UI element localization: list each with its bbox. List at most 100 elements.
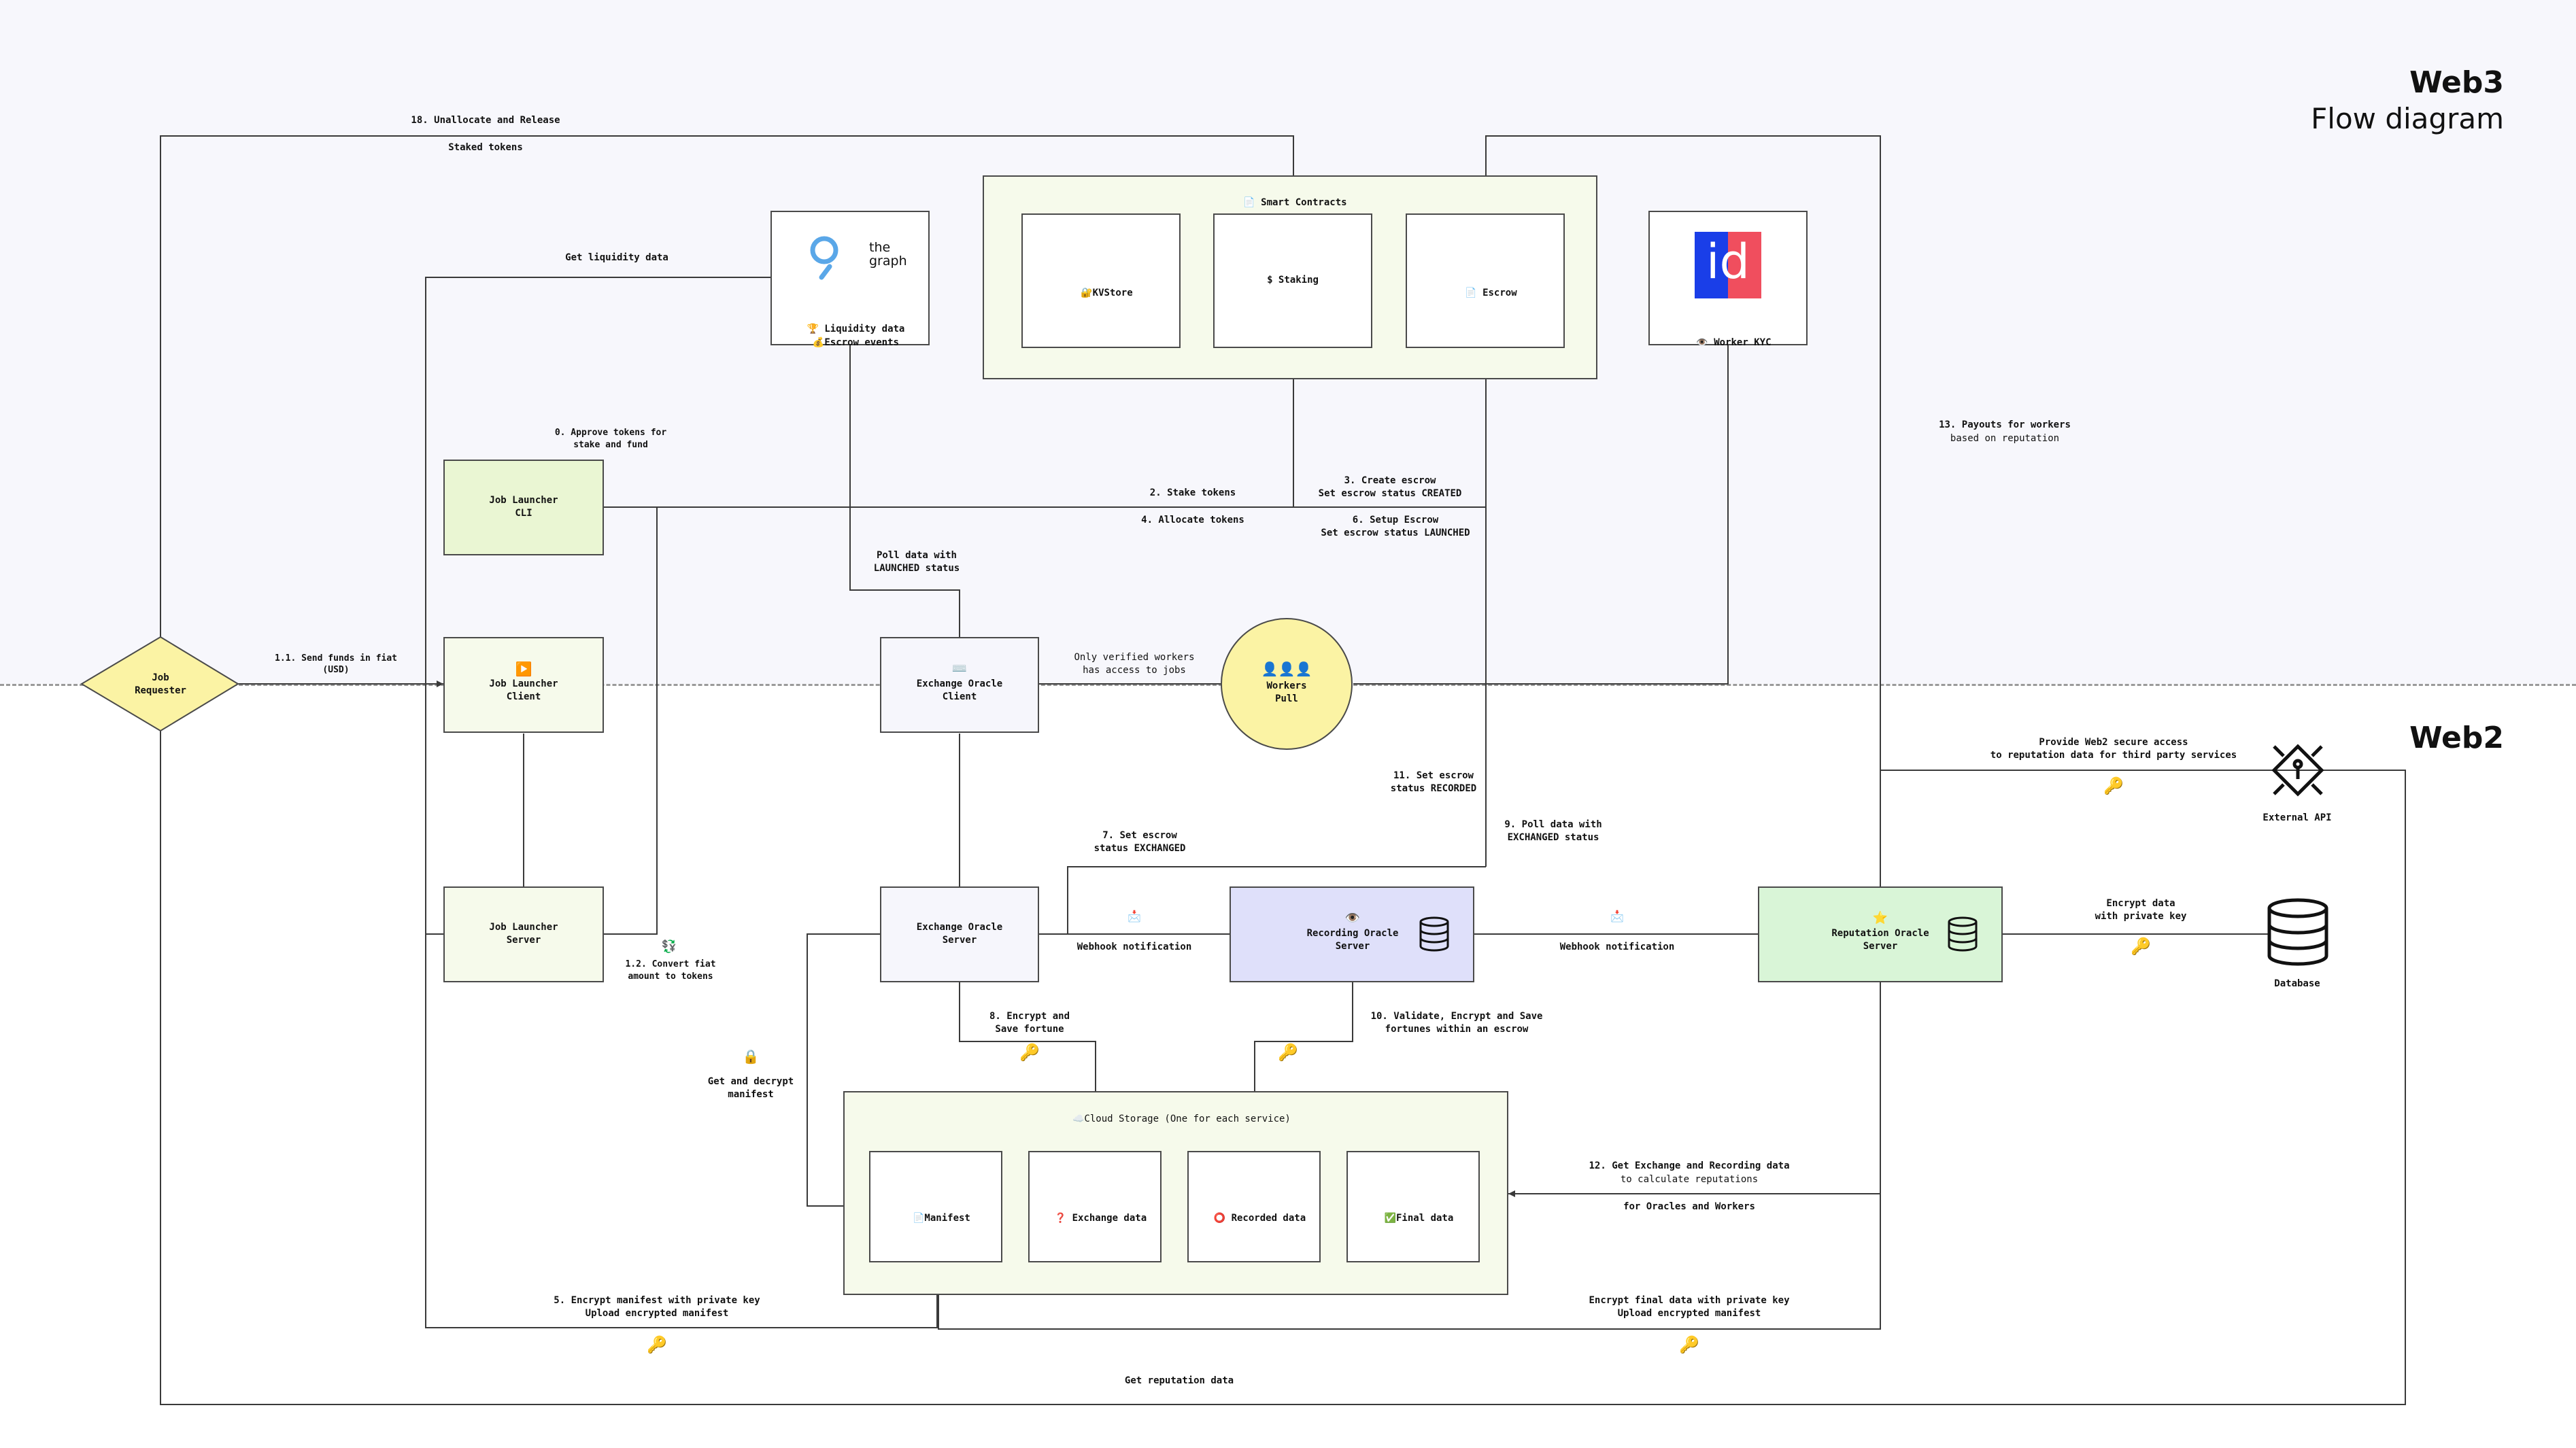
web3-heading: Web3 — [2409, 65, 2504, 100]
edge-label-staked-tokens: Staked tokens — [448, 142, 523, 153]
the-graph-node[interactable] — [770, 211, 930, 345]
exchange-oracle-server-label: Exchange Oracle Server — [916, 922, 1003, 946]
edge-label-only-verified: Only verified workers has access to jobs — [1074, 652, 1195, 676]
edge-label-12: 12. Get Exchange and Recording data — [1589, 1160, 1790, 1171]
edge-api-frame — [160, 731, 2406, 1405]
the-graph-logo-text: the graph — [869, 240, 907, 269]
keyboard-icon: ⌨️ — [951, 661, 968, 676]
trophy-icon: 🏆 — [807, 324, 819, 334]
edge-manifest-upload — [425, 934, 938, 1328]
final-data-label: ✅Final data — [1384, 1213, 1454, 1224]
edge-label-get-decrypt: Get and decrypt manifest — [707, 1076, 794, 1100]
edge-label-1-1: 1.1. Send funds in fiat (USD) — [274, 653, 398, 675]
money-bag-icon: 💰 — [812, 337, 825, 348]
edge-label-10: 10. Validate, Encrypt and Save fortunes … — [1370, 1011, 1543, 1035]
job-launcher-client-node[interactable] — [443, 637, 604, 733]
exchange-oracle-server-node[interactable] — [880, 886, 1039, 982]
exchange-oracle-client-node[interactable] — [880, 637, 1039, 733]
lock-icon: 🔒 — [742, 1048, 760, 1065]
job-launcher-server-node[interactable] — [443, 886, 604, 982]
edge-set-exchanged — [1067, 866, 1486, 934]
edge-label-5: 5. Encrypt manifest with private key Upl… — [554, 1295, 760, 1319]
idv-logo-icon: id — [1695, 232, 1761, 298]
database-icon — [2267, 898, 2328, 966]
manifest-node[interactable] — [869, 1151, 1002, 1262]
exchange-data-node[interactable] — [1028, 1151, 1162, 1262]
job-launcher-cli-label: Job Launcher CLI — [489, 495, 558, 519]
edge-payouts — [938, 135, 1881, 1330]
edge-label-6: 6. Setup Escrow Set escrow status LAUNCH… — [1321, 515, 1470, 538]
key-icon: 🔑 — [1019, 1043, 1040, 1062]
edge-label-0: 0. Approve tokens for stake and fund — [554, 428, 667, 450]
edge-label-4: 4. Allocate tokens — [1141, 515, 1244, 525]
final-data-node[interactable] — [1346, 1151, 1480, 1262]
question-icon: ❓ — [1054, 1213, 1067, 1224]
job-launcher-cli-node[interactable] — [443, 460, 604, 555]
database-icon — [1948, 916, 1978, 952]
flow-diagram-subtitle: Flow diagram — [2311, 102, 2504, 135]
escrow-label: 📄 Escrow — [1465, 288, 1517, 298]
edge-label-provide-web2: Provide Web2 secure access to reputation… — [1990, 737, 2237, 761]
web2-heading: Web2 — [2409, 721, 2504, 755]
workers-pull-label: Workers Pull — [1266, 680, 1307, 704]
edge-unallocate — [160, 135, 1294, 637]
key-icon: 🔑 — [1679, 1335, 1699, 1354]
people-icon: 👤👤👤 — [1261, 661, 1312, 677]
edge-label-7: 7. Set escrow status EXCHANGED — [1094, 830, 1186, 854]
worker-kyc-label: 👁️ Worker KYC — [1696, 337, 1772, 348]
edge-label-get-liquidity: Get liquidity data — [565, 252, 668, 263]
edge-label-11: 11. Set escrow status RECORDED — [1390, 770, 1477, 794]
job-requester-node — [80, 636, 239, 732]
edge-label-get-reputation: Get reputation data — [1124, 1375, 1234, 1386]
edge-label-12-oracles: for Oracles and Workers — [1623, 1201, 1755, 1212]
job-launcher-client-label: Job Launcher Client — [489, 678, 558, 702]
staking-node[interactable] — [1213, 213, 1372, 348]
external-api-label: External API — [2263, 812, 2332, 823]
cloud-icon: ☁️ — [1072, 1114, 1085, 1124]
edge-label-poll-launched: Poll data with LAUNCHED status — [873, 550, 960, 574]
edge-label-9: 9. Poll data with EXCHANGED status — [1504, 819, 1602, 843]
exchange-icon: 💱 — [661, 940, 677, 954]
page-icon: 📄 — [912, 1213, 925, 1224]
edge-liquidity — [425, 277, 770, 935]
exchange-data-label: ❓ Exchange data — [1054, 1213, 1147, 1224]
liquidity-data-label: 🏆 Liquidity data — [807, 324, 905, 334]
circle-icon: ⭕ — [1213, 1213, 1226, 1224]
recorded-data-node[interactable] — [1187, 1151, 1321, 1262]
workers-pull-node — [1221, 618, 1353, 750]
database-label: Database — [2274, 978, 2320, 989]
edge-label-8: 8. Encrypt and Save fortune — [989, 1011, 1070, 1035]
external-api-icon — [2271, 744, 2324, 797]
key-icon: 🔑 — [647, 1335, 667, 1354]
escrow-events-label: 💰Escrow events — [812, 337, 899, 348]
edge-label-encrypt-db: Encrypt data with private key — [2095, 898, 2187, 922]
edge-label-3: 3. Create escrow Set escrow status CREAT… — [1318, 475, 1462, 499]
edge-poll-launched — [849, 345, 960, 637]
manifest-label: 📄Manifest — [912, 1213, 970, 1224]
eye-icon: 👁️ — [1344, 911, 1361, 925]
smart-contracts-label: 📄 Smart Contracts — [1243, 197, 1347, 208]
kvstore-node[interactable] — [1021, 213, 1181, 348]
job-requester-label: Job Requester — [135, 672, 186, 696]
edge-get-manifest — [807, 933, 880, 1207]
edge-label-18: 18. Unallocate and Release — [411, 115, 560, 126]
lock-key-icon: 🔐 — [1081, 288, 1093, 298]
reputation-oracle-server-label: Reputation Oracle Server — [1831, 928, 1929, 952]
database-icon — [1419, 916, 1449, 952]
job-launcher-server-label: Job Launcher Server — [489, 922, 558, 946]
page-icon: 📄 — [1243, 197, 1255, 208]
kvstore-label: 🔐KVStore — [1081, 288, 1133, 298]
cloud-storage-label: ☁️Cloud Storage (One for each service) — [1072, 1114, 1291, 1124]
edge-label-2: 2. Stake tokens — [1149, 487, 1236, 498]
recording-oracle-server-label: Recording Oracle Server — [1306, 928, 1399, 952]
edge-label-12-sub: to calculate reputations — [1620, 1174, 1759, 1185]
page-icon: 📄 — [1465, 288, 1477, 298]
key-icon: 🔑 — [1278, 1043, 1298, 1062]
edge-label-1-2: 1.2. Convert fiat amount to tokens — [625, 959, 716, 982]
eye-icon: 👁️ — [1696, 337, 1708, 348]
edge-label-encrypt-final: Encrypt final data with private key Uplo… — [1589, 1295, 1790, 1319]
recorded-data-label: ⭕ Recorded data — [1213, 1213, 1306, 1224]
escrow-node[interactable] — [1406, 213, 1565, 348]
star-icon: ⭐ — [1872, 911, 1888, 925]
